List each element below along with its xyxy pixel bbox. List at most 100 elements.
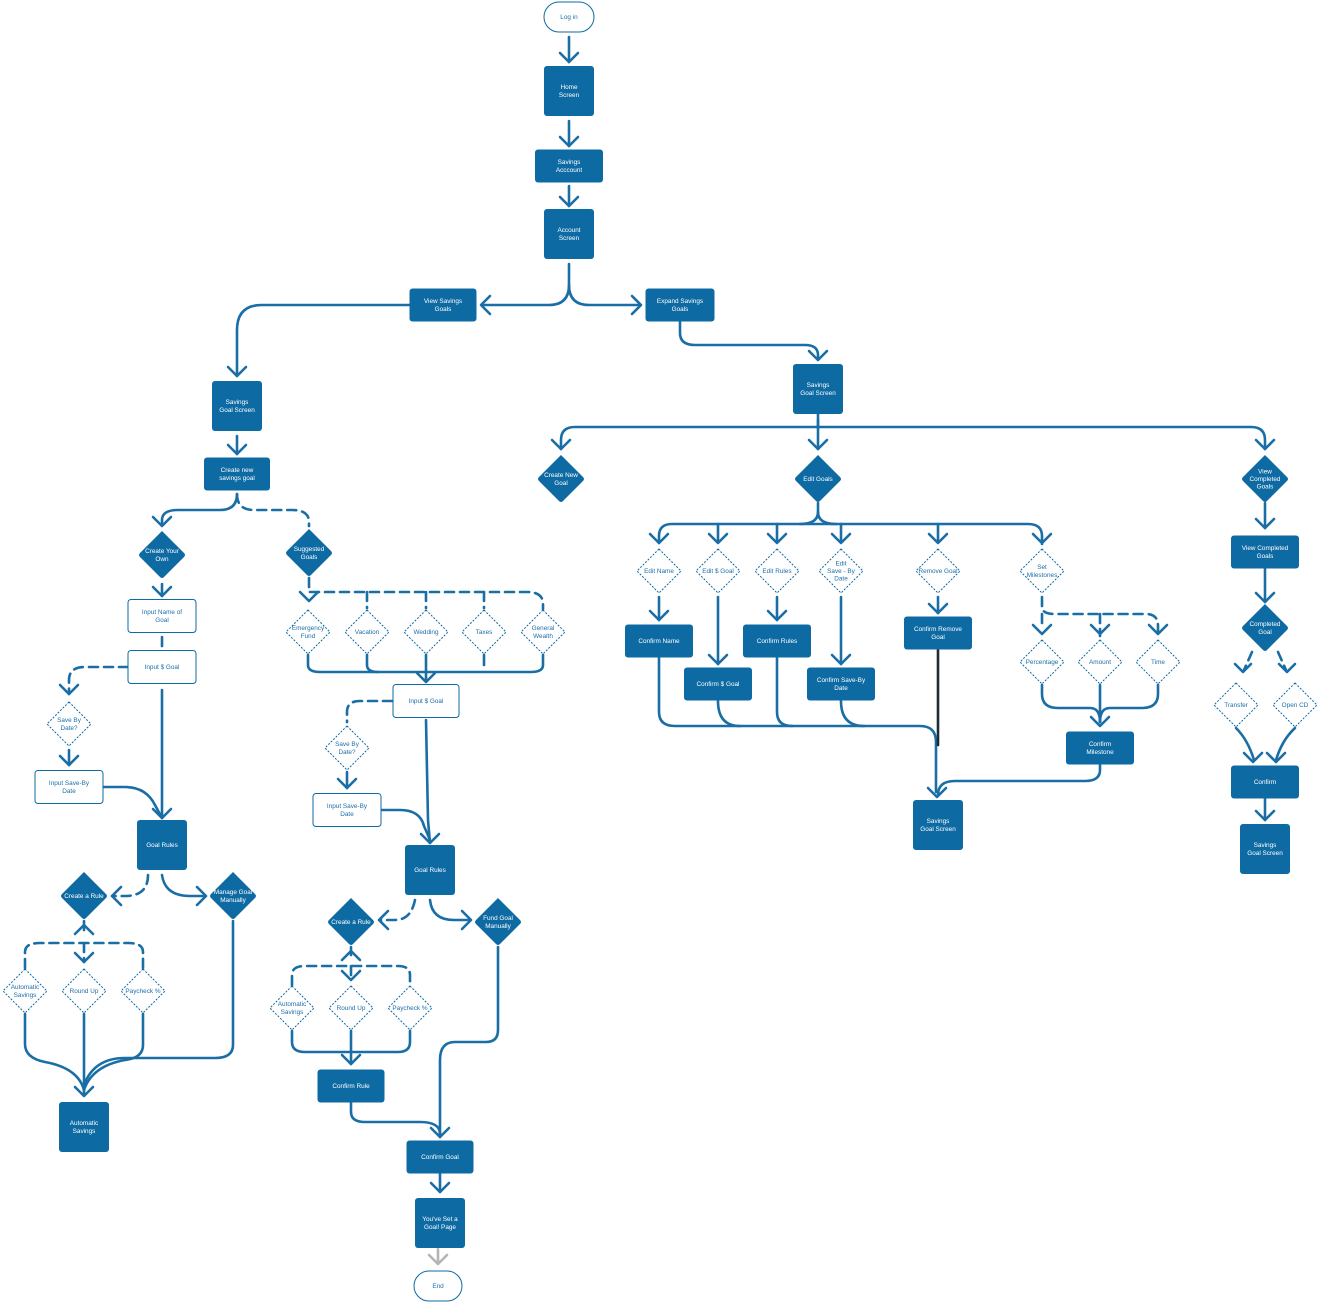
node-create-rule-mid: Create a Rule	[328, 898, 374, 945]
connector-line	[345, 699, 394, 724]
arrowhead	[226, 365, 248, 378]
connector-line	[378, 898, 417, 922]
node-edit-goals: Edit Goals	[795, 455, 841, 502]
connector-line	[775, 656, 794, 728]
arrowhead	[558, 51, 580, 64]
node-confirm-goal: Confirm Goal	[406, 1140, 474, 1174]
connector-line	[110, 873, 150, 898]
arrowhead	[340, 1053, 362, 1066]
node-edit-name: Edit Name	[636, 548, 682, 594]
arrowhead	[1147, 623, 1169, 636]
connector-line	[716, 699, 742, 728]
node-confirm-rules: Confirm Rules	[743, 624, 811, 658]
connector-line	[307, 576, 545, 611]
connector-line	[82, 919, 235, 1087]
node-time: Time	[1135, 639, 1181, 685]
connector-line	[235, 303, 412, 378]
connector-line	[349, 1101, 442, 1136]
connector-line	[424, 718, 432, 845]
node-confirm-dollar-goal: Confirm $ Goal	[684, 667, 752, 701]
connector-line	[438, 945, 500, 1139]
arrowhead	[73, 923, 95, 936]
arrowhead	[429, 1181, 451, 1194]
arrowhead	[58, 754, 80, 767]
arrowhead	[460, 909, 473, 931]
arrowhead	[707, 653, 729, 666]
node-open-cd: Open CD	[1272, 682, 1318, 728]
node-paycheck-mid: Paycheck %	[387, 985, 433, 1031]
arrowhead	[558, 195, 580, 208]
node-round-up-mid: Round Up	[328, 985, 374, 1031]
connector-line	[480, 262, 571, 307]
connector-line	[101, 785, 164, 820]
node-confirm-name: Confirm Name	[625, 624, 693, 658]
arrowhead	[415, 671, 437, 684]
arrowhead	[1265, 751, 1287, 764]
arrowhead	[648, 532, 670, 545]
arrowhead	[766, 609, 788, 622]
arrowhead	[648, 609, 670, 622]
connector-line	[379, 808, 432, 842]
arrowhead	[151, 585, 173, 598]
node-wedding: Wedding	[403, 609, 449, 655]
connector-line	[936, 763, 1102, 797]
arrowhead	[1233, 662, 1253, 674]
connector-line	[1274, 726, 1297, 762]
connector-line	[235, 492, 311, 528]
arrowhead	[73, 951, 95, 964]
arrowhead	[1277, 662, 1297, 674]
connector-line	[428, 898, 472, 922]
arrowhead	[340, 969, 362, 982]
arrowhead	[226, 443, 248, 456]
arrowhead	[558, 135, 580, 148]
arrowhead	[110, 885, 123, 907]
node-taxes: Taxes	[461, 609, 507, 655]
node-round-up-left: Round Up	[61, 968, 107, 1014]
arrowhead	[195, 885, 208, 907]
arrowhead	[377, 909, 390, 931]
node-remove-goal: Remove Goal	[915, 548, 961, 594]
node-edit-dollar-goal: Edit $ Goal	[695, 548, 741, 594]
connector-line	[67, 665, 130, 696]
arrowhead	[1254, 809, 1276, 822]
node-percentage: Percentage	[1019, 639, 1065, 685]
connector-line	[798, 501, 820, 526]
arrowhead	[479, 294, 492, 316]
arrowhead	[73, 1085, 95, 1098]
node-goal-rules-left: Goal Rules	[137, 820, 187, 870]
arrowhead	[807, 438, 829, 451]
arrowhead	[298, 590, 320, 603]
node-create-rule-left: Create a Rule	[61, 872, 107, 919]
arrowhead	[1089, 623, 1111, 636]
arrowhead	[807, 349, 829, 362]
arrowhead	[830, 653, 852, 666]
connector-line	[657, 522, 1044, 546]
arrowhead	[927, 602, 949, 615]
